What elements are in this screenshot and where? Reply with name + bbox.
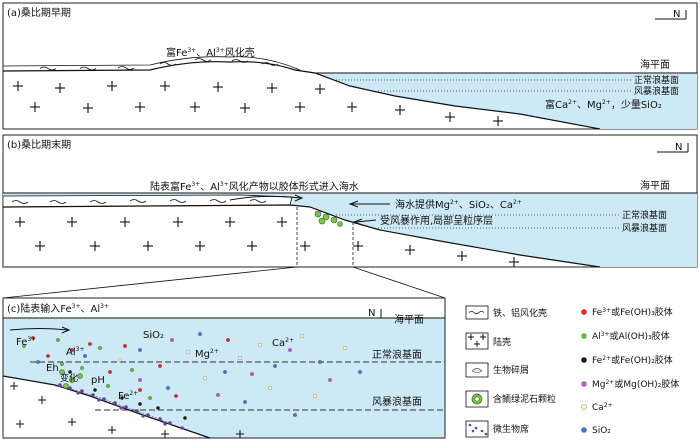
panel-a-title: (a)桑比期早期 bbox=[7, 7, 71, 19]
panel-b-arrows bbox=[229, 194, 390, 226]
panel-c-mg-label: Mg2+ bbox=[195, 348, 219, 360]
legend-fe3-dot bbox=[581, 309, 587, 315]
legend-bio-debris-label: 生物碎屑 bbox=[493, 364, 529, 376]
panel-b-supply-label: 海水提供Mg2+、SiO₂、Ca2+ bbox=[395, 198, 522, 211]
panel-c-frame bbox=[2, 297, 446, 439]
panel-a-crust-label: 富Fe3+、Al3+风化壳 bbox=[166, 46, 255, 59]
panel-b-storm-note: 受风暴作用,局部呈粒序层 bbox=[380, 214, 493, 227]
panel-b-title: (b)桑比期末期 bbox=[7, 138, 71, 151]
panel-b-normal-wave-base-label: 正常浪基面 bbox=[622, 209, 667, 221]
panel-b-sea bbox=[3, 193, 697, 267]
panel-c-ph-label: pH bbox=[91, 375, 105, 386]
legend-crust-label: 陆壳 bbox=[493, 336, 511, 348]
panel-c-sio2-label: SiO₂ bbox=[143, 330, 164, 341]
al3-dots bbox=[22, 338, 152, 400]
legend-sio2-label: SiO₂ bbox=[592, 426, 611, 436]
legend-ca2-dot bbox=[580, 403, 588, 411]
panel-c-ion-dots bbox=[22, 332, 362, 420]
panel-c-sea-level-label: 海平面 bbox=[394, 313, 424, 326]
panel-c-seafloor bbox=[2, 375, 211, 439]
legend: 铁、铝风化壳 陆壳 生物碎屑 含鲕绿泥石颗粒 微生物席 Fe3+或Fe(OH)₃… bbox=[465, 305, 679, 438]
mg2-dots bbox=[138, 338, 332, 397]
legend-mat-label: 微生物席 bbox=[493, 423, 529, 435]
panel-c-microbial-mat bbox=[54, 383, 184, 430]
panel-c-sea bbox=[3, 318, 445, 438]
panel-b-sea-level-label: 海平面 bbox=[640, 179, 670, 192]
panel-c-normal-wave-base-label: 正常浪基面 bbox=[372, 348, 422, 361]
panel-a-north-arrow: N bbox=[655, 9, 687, 20]
panel-c-storm-wave-base-label: 风暴浪基面 bbox=[372, 395, 422, 408]
ca2-dots bbox=[118, 334, 347, 398]
panel-c-ooid-grains bbox=[59, 369, 83, 389]
panel-b-ooid-grains bbox=[314, 210, 343, 227]
legend-weathering-label: 铁、铝风化壳 bbox=[493, 307, 547, 319]
panel-a-weathering-crust bbox=[2, 56, 301, 71]
north-label: N bbox=[368, 308, 375, 319]
legend-weathering-swatch bbox=[465, 305, 489, 320]
legend-mat-swatch bbox=[465, 420, 489, 438]
legend-ooid-label: 含鲕绿泥石颗粒 bbox=[493, 393, 556, 405]
panel-c-eh-change-label: 变化 bbox=[60, 372, 78, 384]
panel-c-fe2-label: Fe2+ bbox=[118, 390, 138, 402]
panel-c: (c)陆表输入Fe3+、Al3+ N 海平面 正常浪基面 风暴浪基面 bbox=[2, 297, 446, 439]
panel-c-title: (c)陆表输入Fe3+、Al3+ bbox=[7, 302, 109, 315]
panel-c-inflow-arrow bbox=[9, 326, 71, 334]
sio2-dots bbox=[36, 332, 362, 417]
panel-a-ions-label: 富Ca2+、Mg2+，少量SiO₂ bbox=[545, 98, 662, 111]
fe3-dots bbox=[31, 336, 230, 398]
panel-a-sea-level-label: 海平面 bbox=[640, 58, 670, 71]
panel-c-al-label: Al3+ bbox=[66, 346, 84, 358]
panel-c-ca-label: Ca2+ bbox=[272, 337, 294, 349]
panel-c-fe-label: Fe3+ bbox=[16, 336, 36, 348]
panel-a-storm-wave-base-label: 风暴浪基面 bbox=[634, 85, 679, 97]
panel-b-seafloor bbox=[2, 204, 601, 268]
panel-c-eh-label: Eh bbox=[46, 363, 59, 374]
panel-b-storm-wave-base-label: 风暴浪基面 bbox=[622, 222, 667, 234]
north-label: N bbox=[675, 142, 682, 153]
legend-al3-label: Al3+或Al(OH)₃胶体 bbox=[592, 330, 670, 342]
legend-fe2-dot bbox=[581, 357, 587, 363]
legend-fe2-label: Fe2+或Fe(OH)₂胶体 bbox=[592, 354, 673, 366]
fe2-dots bbox=[68, 370, 187, 420]
legend-fe3-label: Fe3+或Fe(OH)₃胶体 bbox=[592, 306, 673, 318]
panel-b-colloid-label: 陆表富Fe3+、Al3+风化产物以胶体形式进入海水 bbox=[150, 180, 359, 193]
north-label: N bbox=[673, 9, 680, 20]
legend-al3-dot bbox=[581, 333, 587, 339]
legend-mg2-label: Mg2+或Mg(OH)₂胶体 bbox=[592, 378, 679, 390]
panel-a-sea bbox=[315, 73, 697, 129]
panel-c-north-arrow: N bbox=[350, 308, 382, 319]
panel-b: (b)桑比期末期 N 海平面 正常浪基面 风暴浪基面 陆表富Fe3+、Al3+风… bbox=[2, 134, 698, 268]
legend-ca2-label: Ca2+ bbox=[592, 402, 613, 413]
panel-b-north-arrow: N bbox=[657, 142, 689, 153]
panel-a: (a)桑比期早期 N 富Fe3+、Al3+风化壳 海平面 正常浪基面 风暴浪基面… bbox=[2, 2, 698, 130]
legend-mg2-dot bbox=[581, 381, 587, 387]
panel-a-normal-wave-base-label: 正常浪基面 bbox=[634, 74, 679, 86]
legend-sio2-dot bbox=[581, 427, 587, 433]
